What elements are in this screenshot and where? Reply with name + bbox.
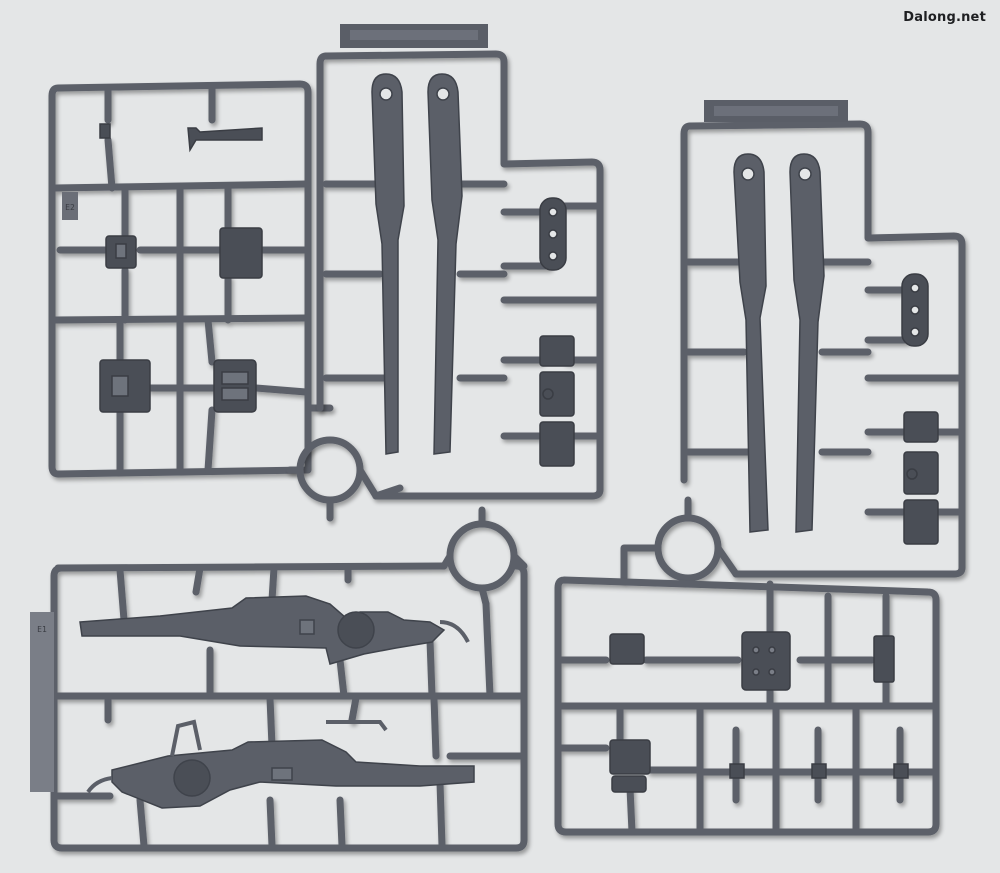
parts-top-center bbox=[539, 197, 575, 467]
sprue-top-right bbox=[620, 120, 966, 582]
parts-top-right bbox=[901, 273, 939, 545]
sprue-top-left bbox=[48, 80, 334, 478]
sprue-bottom-left bbox=[50, 506, 528, 852]
rifle-upper bbox=[79, 595, 470, 665]
sprue-tab-top-center-text bbox=[350, 30, 478, 40]
sprue-tag-bottom-left: E1 bbox=[30, 612, 54, 792]
sprue-tag-bottom-left-text: E1 bbox=[37, 625, 47, 634]
rifle-lower bbox=[86, 719, 475, 809]
parts-bottom-right bbox=[609, 631, 909, 793]
sprue-top-center bbox=[286, 50, 604, 522]
blades-top-right bbox=[733, 153, 825, 533]
blades-top-center bbox=[371, 73, 463, 455]
sprue-tab-top-right-text bbox=[714, 106, 838, 116]
sprue-tag-top-left-text: E2 bbox=[65, 203, 75, 212]
watermark: Dalong.net bbox=[903, 10, 986, 25]
sprue-bottom-right bbox=[554, 576, 940, 836]
parts-top-left bbox=[99, 123, 263, 413]
sprue-tag-top-left: E2 bbox=[62, 192, 78, 220]
